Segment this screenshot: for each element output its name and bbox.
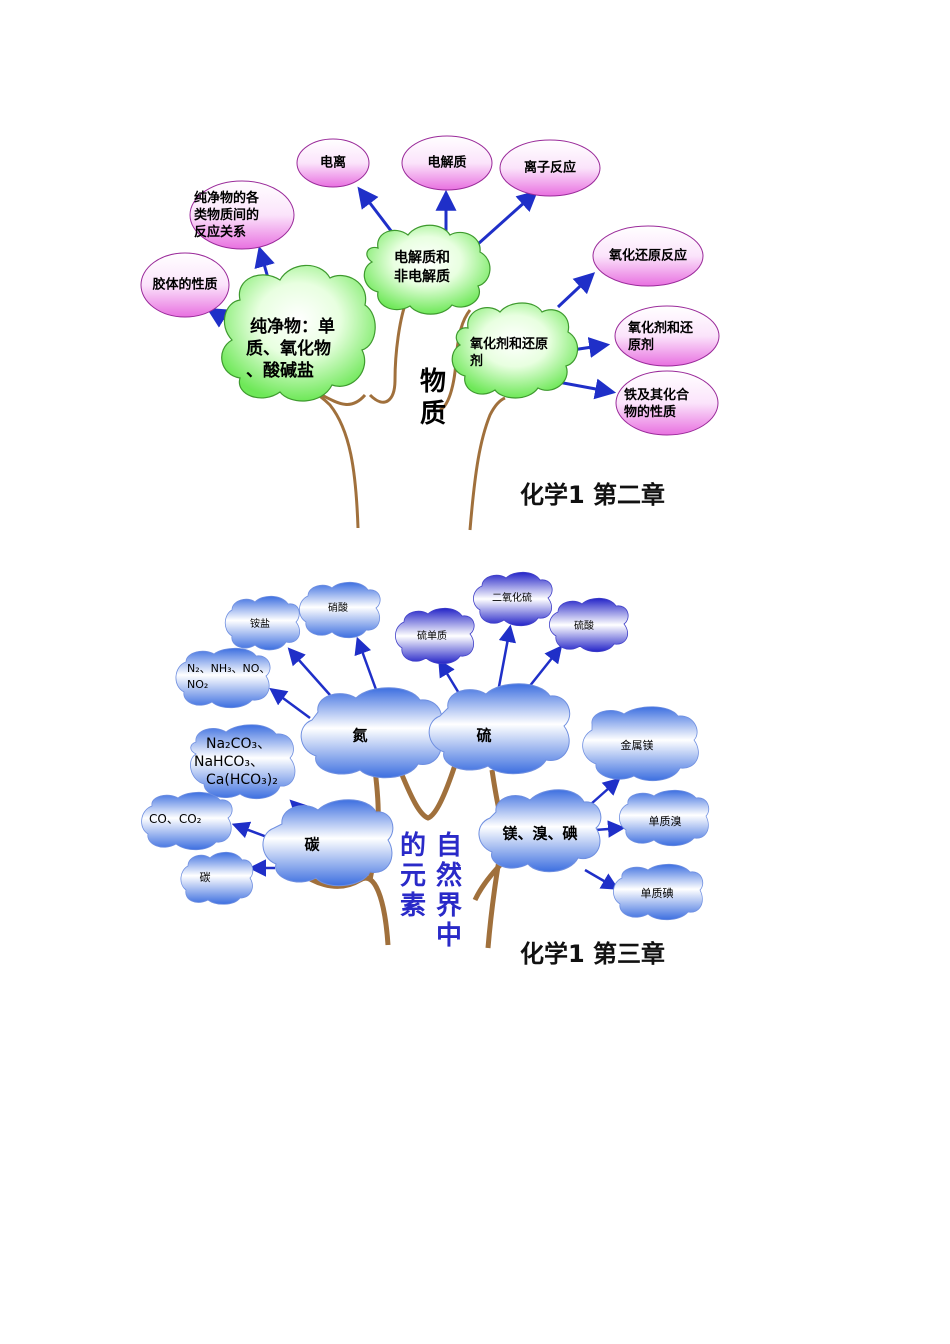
chapter-caption: 化学1 第二章	[520, 481, 665, 509]
leaf-label: 铵盐	[250, 617, 270, 630]
leaf-electrolyte: 电解质	[401, 135, 493, 191]
leaf-label: 电解质	[427, 155, 466, 171]
branch-sulfur: 硫	[428, 683, 571, 775]
leaf-colloid: 胶体的性质	[140, 252, 230, 318]
leaf-label: 单质碘	[641, 887, 674, 900]
leaf-label: 铁及其化合 物的性质	[623, 387, 694, 420]
leaf-label: 硫单质	[417, 629, 447, 642]
trunk-label: 物 质	[420, 367, 455, 429]
leaf-nitric-acid: 硝酸	[299, 581, 381, 639]
leaf-label: 硝酸	[328, 601, 348, 614]
leaf-sulfur-dioxide: 二氧化硫	[473, 571, 553, 627]
branch-label: 镁、溴、碘	[502, 825, 577, 843]
diagram-chapter-2: 胶体的性质 纯净物的各 类物质间的 反应关系 电离 电解质 离子反应 氧化还原反…	[140, 135, 720, 531]
leaf-label: 硫酸	[574, 619, 594, 632]
leaf-label: 单质溴	[649, 814, 682, 828]
branch-halogen: 镁、溴、碘	[478, 789, 602, 873]
leaf-label: 碳	[200, 870, 211, 884]
leaf-bromine: 单质溴	[619, 789, 710, 847]
leaf-ionization: 电离	[296, 138, 370, 188]
branch-redox: 氧化剂和还原 剂	[451, 302, 579, 399]
leaf-label: 纯净物的各 类物质间的 反应关系	[194, 190, 264, 240]
leaf-iodine: 单质碘	[613, 863, 704, 921]
branch-label: 氮	[352, 727, 367, 745]
branch-pure-substance: 纯净物：单 质、氧化物 、酸碱盐	[221, 264, 376, 402]
leaf-label: Na₂CO₃、 NaHCO₃、 Ca(HCO₃)₂	[194, 736, 278, 788]
leaf-label: 金属镁	[621, 738, 654, 752]
leaf-label: 氧化还原反应	[608, 248, 687, 264]
branch-label: 氧化剂和还原 剂	[469, 336, 553, 369]
diagram-chapter-3: 铵盐 硝酸 N₂、NH₃、NO、 NO₂ 硫单质 二氧化硫 硫酸	[141, 571, 710, 968]
leaf-label: 离子反应	[524, 160, 576, 176]
leaf-sulfur-element: 硫单质	[395, 607, 475, 665]
leaf-label: 氧化剂和还 原剂	[627, 320, 698, 353]
leaf-label: 电离	[320, 155, 346, 171]
branch-label: 电解质和 非电解质	[394, 249, 455, 285]
branch-carbon: 碳	[262, 799, 394, 887]
leaf-iron: 铁及其化合 物的性质	[615, 370, 719, 436]
branch-nitrogen: 氮	[300, 687, 442, 779]
chapter-caption: 化学1 第三章	[520, 940, 665, 968]
trunk-label: 自 然 界 中 的 元 素	[400, 830, 471, 951]
branch-label: 碳	[304, 836, 320, 854]
leaf-carbon-element: 碳	[180, 851, 254, 905]
leaf-carbon-oxides: CO、CO₂	[141, 791, 233, 851]
leaf-label: N₂、NH₃、NO、 NO₂	[187, 662, 274, 691]
leaf-label: 二氧化硫	[492, 591, 532, 604]
branch-label: 硫	[476, 727, 491, 745]
leaf-carbonates: Na₂CO₃、 NaHCO₃、 Ca(HCO₃)₂	[190, 724, 296, 800]
leaf-label: CO、CO₂	[149, 812, 202, 826]
leaf-ionic-reaction: 离子反应	[499, 139, 601, 197]
branch-label: 纯净物：单 质、氧化物 、酸碱盐	[246, 316, 341, 381]
leaf-reaction-relations: 纯净物的各 类物质间的 反应关系	[189, 180, 295, 250]
branch-electrolyte: 电解质和 非电解质	[363, 224, 491, 315]
leaf-nitrogen-compounds: N₂、NH₃、NO、 NO₂	[175, 647, 274, 709]
leaf-label: 胶体的性质	[152, 277, 217, 293]
leaf-ammonium: 铵盐	[224, 595, 300, 651]
leaf-agents: 氧化剂和还 原剂	[614, 305, 720, 367]
leaf-sulfuric-acid: 硫酸	[549, 597, 629, 653]
leaf-magnesium: 金属镁	[582, 706, 699, 782]
leaf-redox-reaction: 氧化还原反应	[592, 225, 704, 287]
